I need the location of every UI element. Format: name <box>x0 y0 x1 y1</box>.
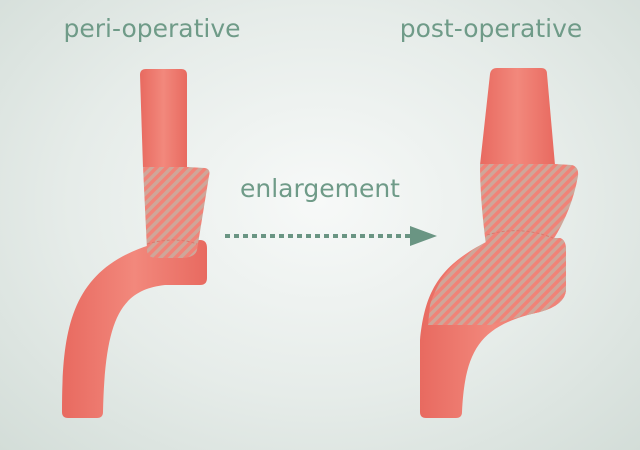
lower-vessel-curve <box>62 240 207 418</box>
enlargement-arrow <box>225 226 437 246</box>
peri-operative-label: peri-operative <box>63 14 241 43</box>
post-operative-label: post-operative <box>399 14 583 43</box>
enlargement-label: enlargement <box>240 174 400 203</box>
hatched-graft-region <box>143 167 210 258</box>
peri-operative-vessel <box>62 69 210 418</box>
hatched-graft-region <box>480 164 579 257</box>
upper-vessel-tube <box>140 69 187 168</box>
arrow-head-icon <box>410 226 437 246</box>
upper-vessel-tube <box>480 68 555 165</box>
lower-hatched-region <box>428 238 566 325</box>
post-operative-vessel <box>420 68 579 418</box>
